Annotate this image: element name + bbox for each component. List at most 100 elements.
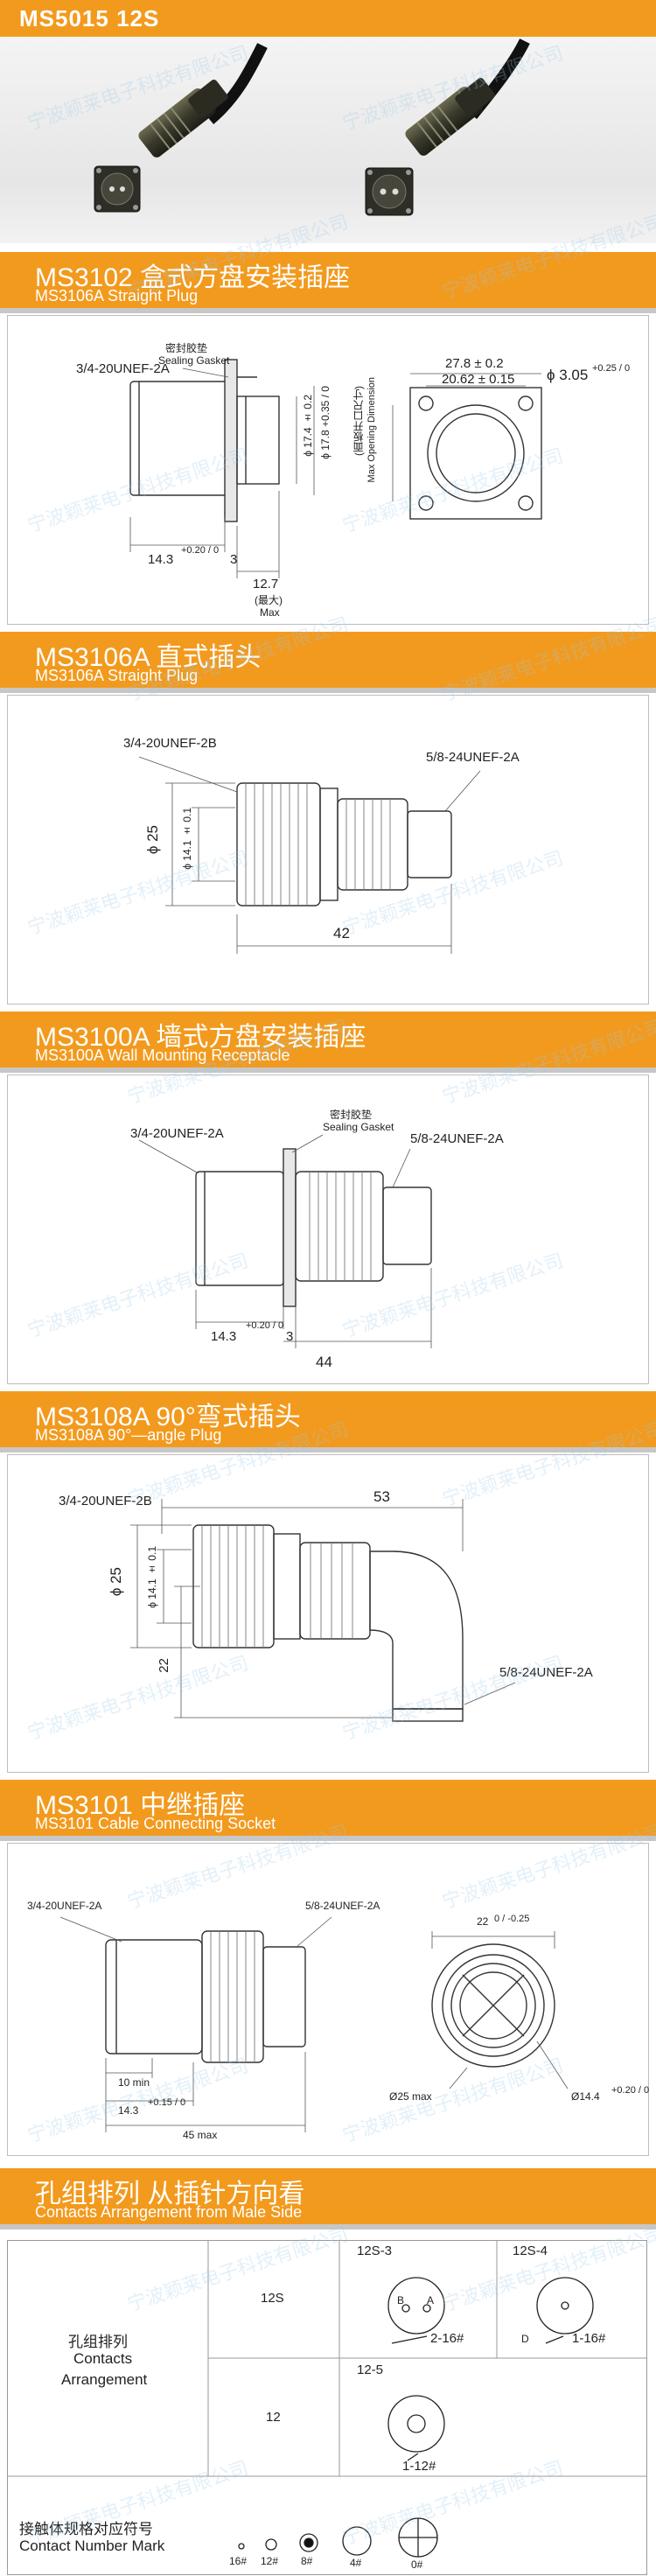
dim-14-3: 14.3	[211, 1329, 237, 1344]
row-code-12s: 12S	[261, 2291, 284, 2306]
row-code-12: 12	[266, 2410, 281, 2425]
max-45: 45 max	[183, 2129, 218, 2141]
mark-0: 0#	[411, 2558, 423, 2571]
mark-en-label: Contact Number Mark	[19, 2538, 165, 2554]
dim-3: 3	[230, 552, 238, 567]
layout-12s-3-caption: 2-16#	[430, 2331, 464, 2346]
mark-8: 8#	[301, 2555, 313, 2567]
dim-22: 22	[157, 1658, 171, 1673]
drawing-panel-ms3102: 密封胶垫 Sealing Gasket 3/4-20UNEF-2A 14.3 +…	[7, 315, 649, 625]
section-title-en: MS3106A Straight Plug	[35, 287, 199, 304]
mark-16: 16#	[229, 2555, 248, 2567]
dim-27-8: 27.8 ± 0.2	[445, 356, 504, 371]
dim-3-05-tol: +0.25 / 0	[592, 363, 631, 374]
dim-3-05: ϕ 3.05	[547, 367, 589, 383]
mark-12: 12#	[261, 2555, 279, 2567]
section-title-cn: MS3102 盒式方盘安装插座	[35, 263, 351, 292]
thread-right-label: 5/8-24UNEF-2A	[410, 1131, 504, 1146]
dia-14-4: Ø14.4	[571, 2090, 600, 2103]
dim-14-3: 14.3	[148, 552, 174, 567]
dim-22-tol: 0 / -0.25	[494, 1914, 530, 1924]
mark-4: 4#	[350, 2557, 362, 2569]
dim-17-8: ϕ 17.8 +0.35 / 0	[319, 386, 331, 459]
section-header-contacts: 孔组排列 从插针方向看 Contacts Arrangement from Ma…	[0, 2168, 656, 2230]
arrangement-en-label-1: Contacts	[73, 2350, 133, 2367]
section-title-en: MS3106A Straight Plug	[35, 667, 199, 684]
product-photo	[0, 37, 656, 243]
dim-17-4: ϕ 17.4 ± 0.2	[302, 395, 314, 457]
max-cn-label: (最大)	[255, 594, 283, 606]
drawing-ms3106a	[138, 756, 481, 954]
max-en-label: Max	[260, 606, 280, 619]
title-bar: MS5015 12S	[0, 0, 656, 37]
thread-left-label: 3/4-20UNEF-2A	[130, 1126, 224, 1141]
section-header-ms3100a: MS3100A 墙式方盘安装插座 MS3100A Wall Mounting R…	[0, 1012, 656, 1073]
layout-12-5-caption: 1-12#	[402, 2459, 436, 2474]
pin-a: A	[427, 2294, 435, 2306]
gasket-en-label: Sealing Gasket	[158, 354, 230, 367]
square-flange-receptacle-right	[365, 167, 414, 216]
drawing-ms3102	[129, 359, 542, 578]
drawing-panel-ms3108a: 3/4-20UNEF-2B 53 ϕ 25 ϕ 14.1 ± 0.1 22 5/…	[7, 1454, 649, 1773]
thread-left-label: 3/4-20UNEF-2B	[59, 1494, 152, 1508]
thread-right-label: 5/8-24UNEF-2A	[305, 1900, 380, 1912]
dia-14-1: ϕ 14.1 ± 0.1	[146, 1546, 158, 1608]
dim-14-3: 14.3	[118, 2104, 139, 2117]
section-title-cn: MS3108A 90°弯式插头	[35, 1403, 301, 1432]
section-title-cn: MS3101 中继插座	[35, 1791, 246, 1820]
layout-12s-3-insert	[387, 2277, 445, 2334]
dim-14-3-tol: +0.20 / 0	[181, 545, 220, 556]
page-title: MS5015 12S	[19, 5, 160, 32]
arrangement-en-label-2: Arrangement	[61, 2371, 148, 2388]
section-title-cn: 孔组排列 从插针方向看	[35, 2180, 305, 2208]
len-53: 53	[373, 1488, 390, 1505]
drawing-ms3101	[59, 1916, 569, 2132]
gasket-cn-label: 密封胶垫	[330, 1109, 373, 1121]
dim-20-62: 20.62 ± 0.15	[442, 372, 515, 387]
section-title-cn: MS3100A 墙式方盘安装插座	[35, 1023, 366, 1052]
thread-right-label: 5/8-24UNEF-2A	[499, 1665, 593, 1680]
cable-left	[206, 43, 268, 124]
section-title-en: Contacts Arrangement from Male Side	[35, 2203, 303, 2221]
drawing-panel-ms3101: 3/4-20UNEF-2A 5/8-24UNEF-2A 10 min 14.3 …	[7, 1843, 649, 2156]
drawing-ms3100a	[138, 1134, 432, 1348]
section-header-ms3108a: MS3108A 90°弯式插头 MS3108A 90°—angle Plug	[0, 1391, 656, 1452]
square-flange-receptacle-left	[94, 165, 141, 213]
min-10: 10 min	[118, 2076, 150, 2089]
thread-right-label: 5/8-24UNEF-2A	[426, 750, 520, 765]
gasket-cn-label: 密封胶垫	[165, 342, 208, 354]
gasket-en-label: Sealing Gasket	[323, 1121, 394, 1133]
dia-25: ϕ 25	[144, 825, 161, 855]
dim-12-7: 12.7	[253, 577, 279, 592]
dia-14-4-tol: +0.20 / 0	[611, 2085, 650, 2096]
contacts-grid	[7, 2240, 647, 2575]
pin-b: B	[397, 2294, 405, 2306]
section-header-ms3101: MS3101 中继插座 MS3101 Cable Connecting Sock…	[0, 1780, 656, 1841]
pin-d: D	[521, 2333, 529, 2345]
contacts-table: 孔组排列 Contacts Arrangement 12S 12 12S-3 B…	[7, 2240, 647, 2576]
thread-label: 3/4-20UNEF-2A	[76, 361, 170, 376]
section-title-cn: MS3106A 直式插头	[35, 643, 262, 672]
section-title-en: MS3108A 90°—angle Plug	[35, 1426, 222, 1444]
layout-12s-3-name: 12S-3	[357, 2244, 393, 2258]
thread-left-label: 3/4-20UNEF-2A	[27, 1900, 102, 1912]
section-header-ms3102: MS3102 盒式方盘安装插座 MS3106A Straight Plug	[0, 252, 656, 313]
layout-12s-4-name: 12S-4	[513, 2244, 548, 2258]
straight-plug-left	[138, 80, 228, 158]
dim-3: 3	[286, 1329, 294, 1344]
dia-25-max: Ø25 max	[389, 2090, 432, 2103]
len-42: 42	[333, 925, 350, 942]
dim-44: 44	[316, 1354, 332, 1370]
drawing-ms3108a	[130, 1499, 516, 1722]
layout-12-5-insert	[387, 2395, 445, 2453]
section-title-en: MS3101 Cable Connecting Socket	[35, 1815, 276, 1832]
arrangement-cn-label: 孔组排列	[68, 2334, 128, 2350]
panel-en-label: Max Opening Dimension	[366, 377, 377, 483]
section-header-ms3106a: MS3106A 直式插头 MS3106A Straight Plug	[0, 632, 656, 693]
panel-cn-label: (面板开口尺寸)	[352, 386, 365, 456]
straight-plug-right	[405, 78, 495, 156]
section-title-en: MS3100A Wall Mounting Receptacle	[35, 1046, 290, 1064]
layout-12-5-name: 12-5	[357, 2362, 384, 2377]
drawing-panel-ms3100a: 3/4-20UNEF-2A 密封胶垫 Sealing Gasket 5/8-24…	[7, 1074, 649, 1384]
dia-14-1: ϕ 14.1 ± 0.1	[181, 808, 193, 870]
